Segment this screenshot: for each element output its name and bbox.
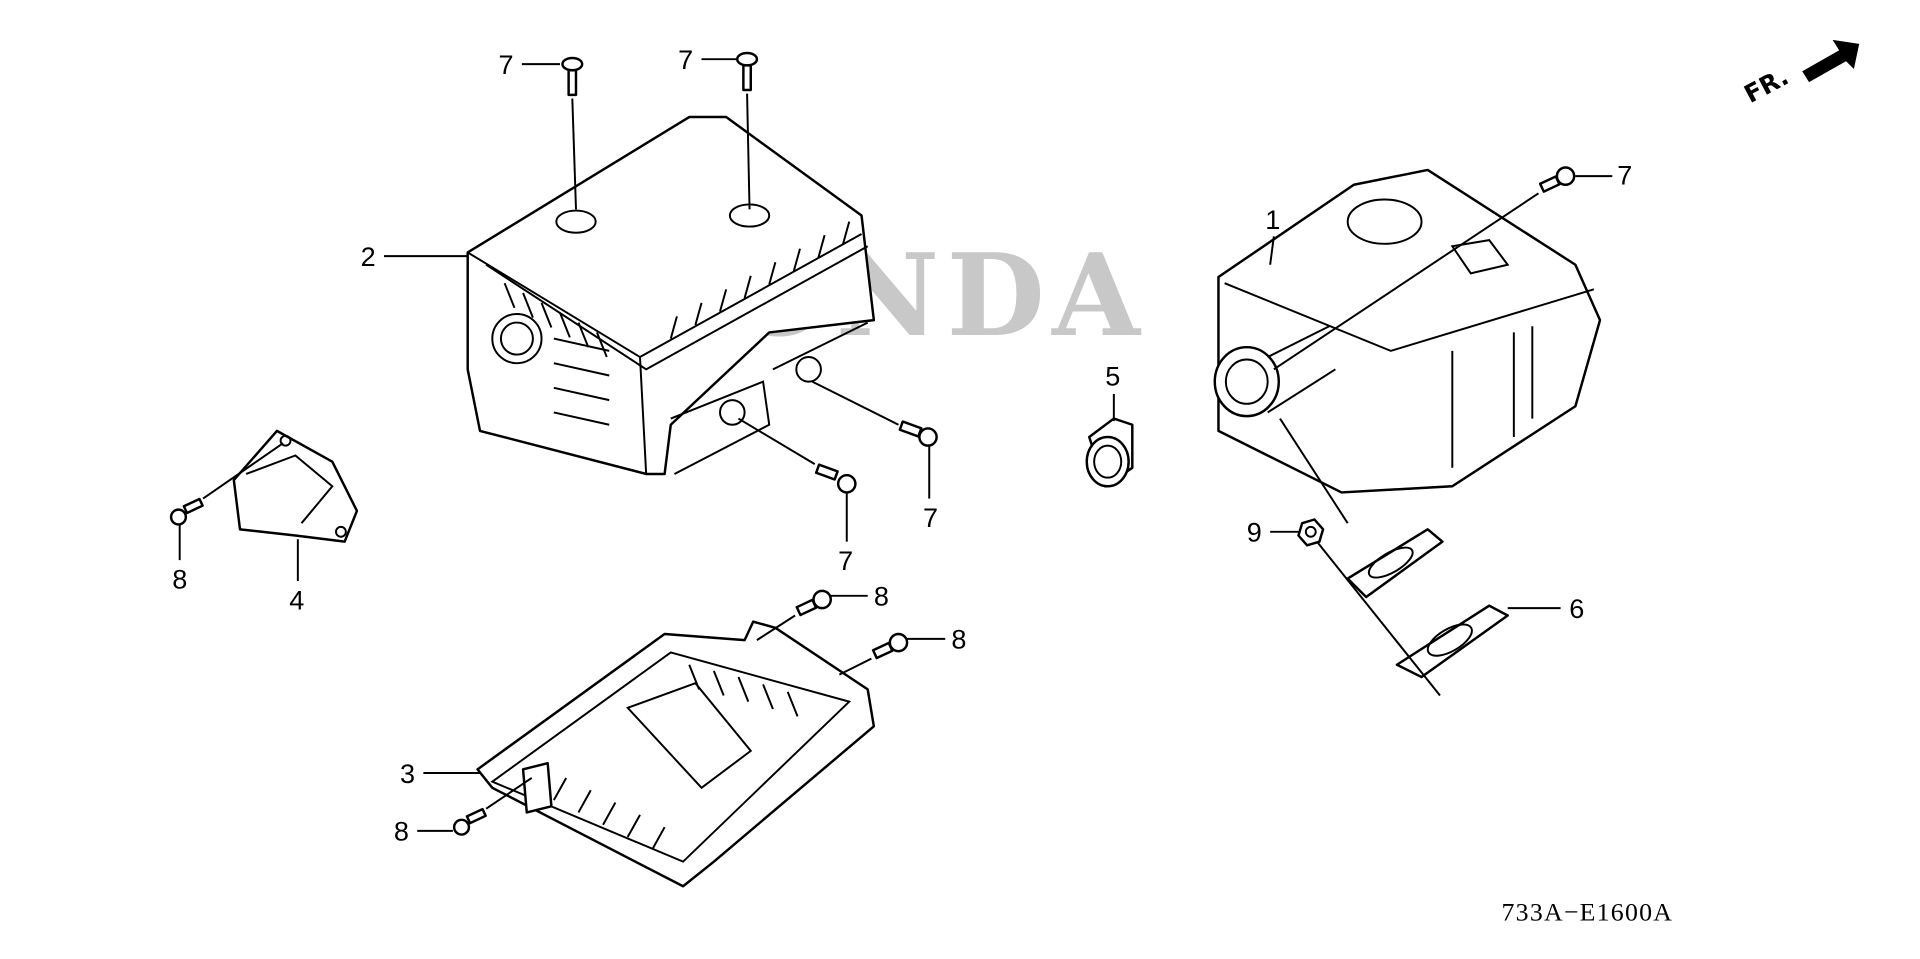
nut [1297, 518, 1325, 547]
callout-7: 7 [1617, 160, 1632, 191]
callout-8: 8 [172, 563, 187, 594]
muffler-protector [466, 115, 876, 476]
callout-2: 2 [361, 241, 376, 272]
screw-icon [756, 589, 832, 641]
screws [169, 51, 1576, 836]
screw-icon [811, 380, 938, 447]
muffler-guard [476, 620, 876, 888]
callout-7: 7 [678, 44, 693, 75]
callout-7: 7 [838, 545, 853, 576]
exhaust-gasket [1316, 528, 1509, 697]
callout-8: 8 [874, 581, 889, 612]
drawing-code: 733A−E1600A [1502, 898, 1674, 927]
muffler-gasket [1085, 417, 1134, 488]
callouts: 7 7 2 7 1 5 7 7 8 4 9 6 8 8 3 8 [172, 44, 1632, 847]
callout-6: 6 [1569, 593, 1584, 624]
screw-icon [452, 777, 533, 836]
front-arrow-icon [1802, 39, 1860, 83]
screw-icon [169, 442, 284, 526]
callout-5: 5 [1105, 360, 1120, 391]
exhaust-deflector [232, 429, 359, 543]
callout-7: 7 [923, 502, 938, 533]
callout-7: 7 [498, 49, 513, 80]
muffler [1213, 168, 1602, 524]
screw-icon [838, 632, 909, 676]
callout-8: 8 [394, 816, 409, 847]
callout-9: 9 [1247, 517, 1262, 548]
callout-8: 8 [951, 624, 966, 655]
screw-icon [561, 56, 584, 210]
fr-label: FR. [1739, 62, 1793, 109]
callout-1: 1 [1265, 204, 1280, 235]
callout-3: 3 [400, 758, 415, 789]
screw-icon [737, 417, 857, 494]
screw-icon [736, 51, 759, 210]
screw-icon [1273, 166, 1576, 371]
callout-4: 4 [289, 584, 304, 615]
front-direction-indicator: FR. [1739, 39, 1860, 109]
